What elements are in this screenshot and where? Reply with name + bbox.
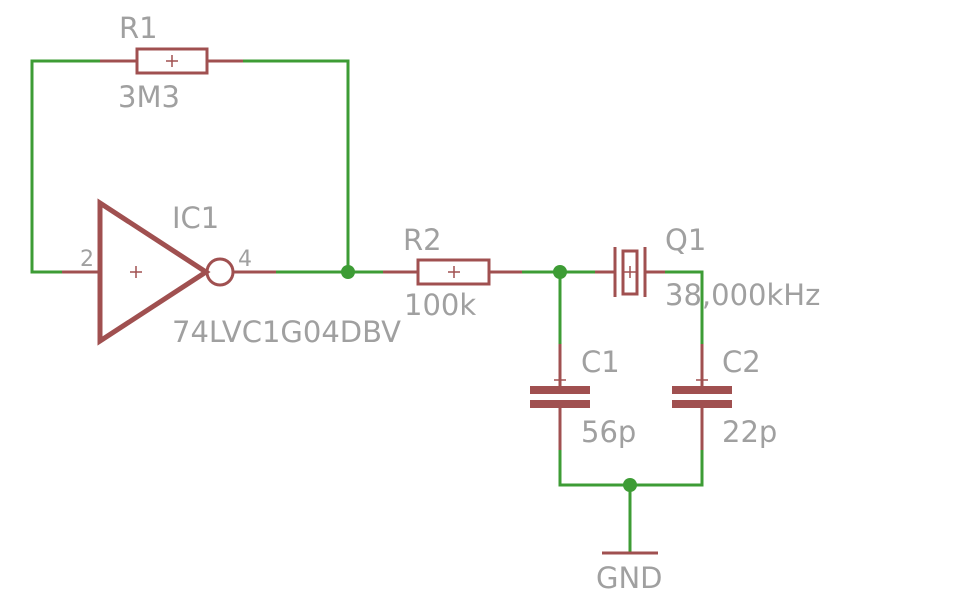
q1-value-label: 38,000kHz <box>665 278 820 312</box>
wires <box>30 59 704 554</box>
r1-name-label: R1 <box>119 11 158 45</box>
c2-plate-top <box>672 386 732 394</box>
wire-feedback-left <box>30 59 102 274</box>
r1-value-label: 3M3 <box>118 80 180 114</box>
r2-value-label: 100k <box>404 288 476 322</box>
junction-crystal-left <box>553 265 567 279</box>
junctions <box>341 265 637 492</box>
gnd-label: GND <box>596 561 663 595</box>
c1-plate-top <box>530 386 590 394</box>
c1-name-label: C1 <box>581 345 620 379</box>
ic1-pin-out-label: 4 <box>238 247 252 272</box>
c2-name-label: C2 <box>722 345 761 379</box>
capacitor-c1[interactable]: C1 56p <box>530 344 636 450</box>
resistor-r1[interactable]: R1 3M3 <box>100 11 243 114</box>
ic1-value-label: 74LVC1G04DBV <box>172 315 401 349</box>
ground-symbol[interactable]: GND <box>596 551 663 595</box>
q1-body <box>621 249 639 296</box>
c1-value-label: 56p <box>581 415 636 449</box>
c2-value-label: 22p <box>722 415 777 449</box>
junction-ground <box>623 478 637 492</box>
crystal-q1[interactable]: Q1 38,000kHz <box>595 223 820 312</box>
r2-name-label: R2 <box>403 223 442 257</box>
resistor-r2[interactable]: R2 100k <box>383 223 522 322</box>
wire-q1-to-c2 <box>663 270 704 346</box>
junction-ic-output <box>341 265 355 279</box>
c1-plate-bottom <box>530 400 590 408</box>
inverter-ic1[interactable]: 2 4 IC1 74LVC1G04DBV <box>62 198 401 349</box>
ic1-pin-in-label: 2 <box>80 247 94 272</box>
capacitor-c2[interactable]: C2 22p <box>672 344 777 450</box>
ic1-name-label: IC1 <box>172 201 219 235</box>
q1-name-label: Q1 <box>665 223 706 257</box>
ic1-inversion-bubble <box>205 257 235 287</box>
r1-body <box>135 47 209 75</box>
c2-plate-bottom <box>672 400 732 408</box>
ic1-triangle <box>97 198 211 346</box>
r2-body <box>416 258 491 286</box>
